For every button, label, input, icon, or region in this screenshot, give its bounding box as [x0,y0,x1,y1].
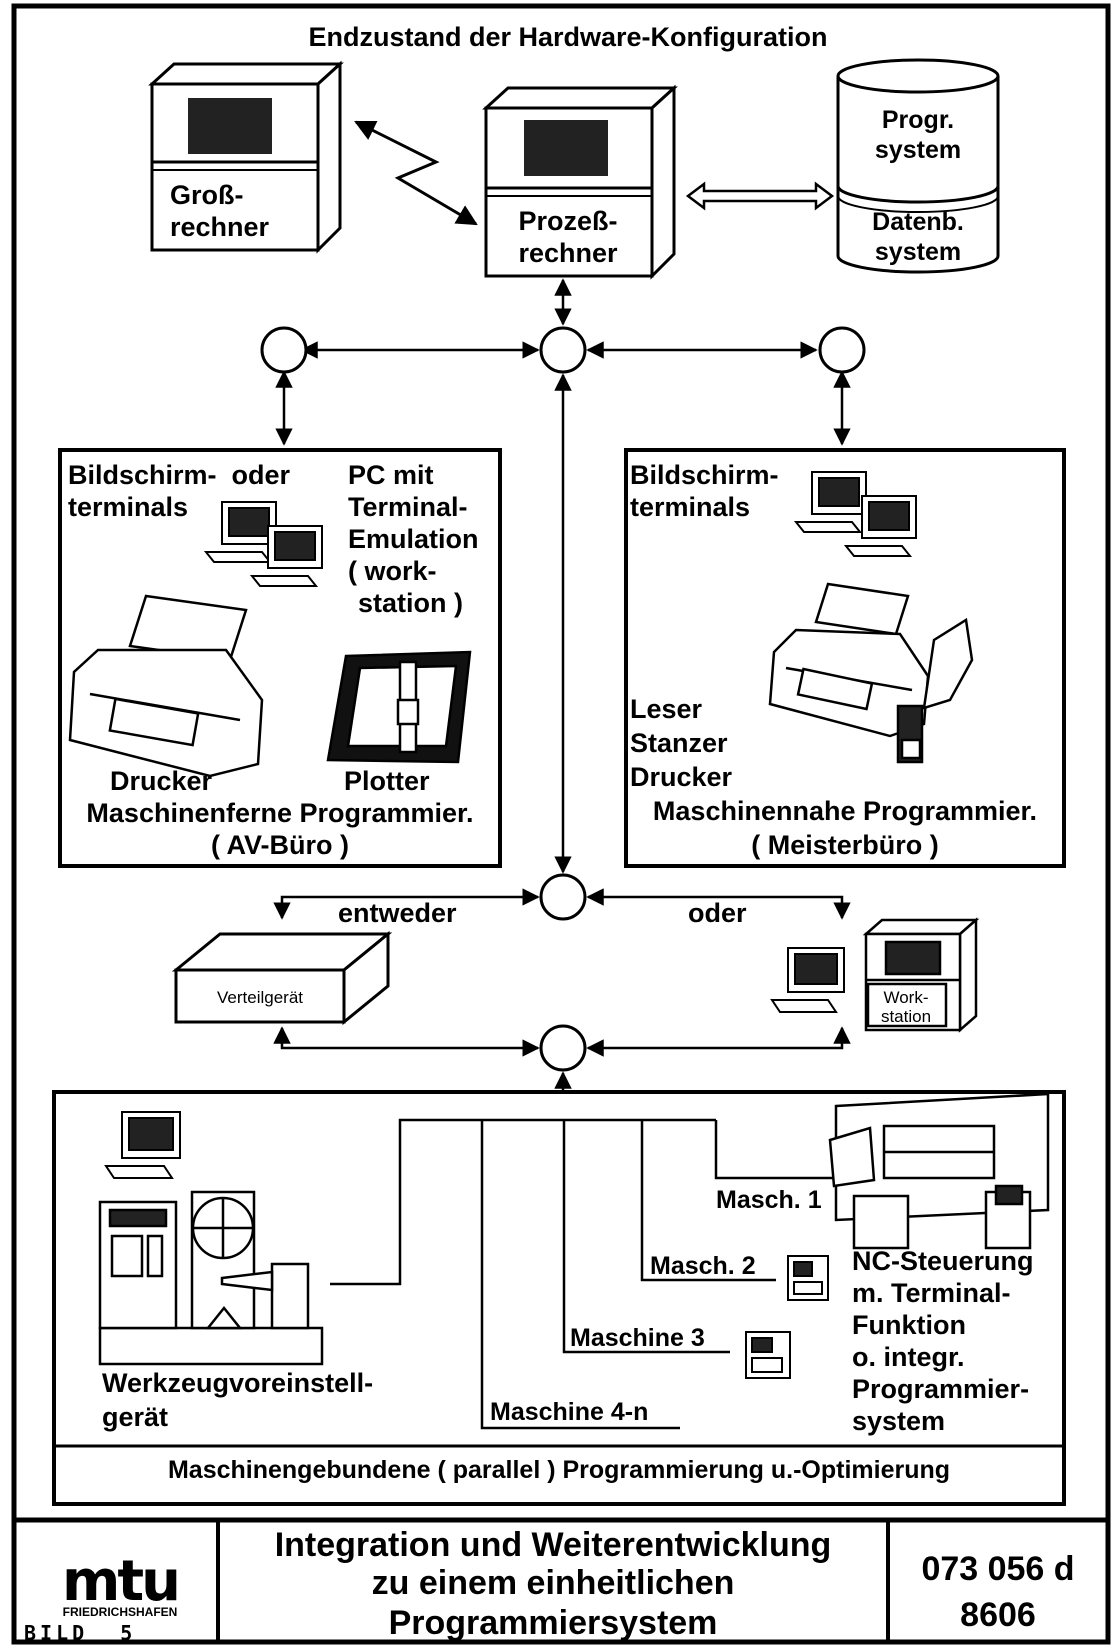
or-label: oder [688,898,747,928]
reader-punch-printer-icon [768,582,974,764]
machine-1-label: Masch. 1 [716,1186,822,1214]
machine-4n-label: Maschine 4-n [490,1398,648,1426]
terminals-label: terminals [68,492,188,522]
footer-heading: zu einem einheitlichen [372,1564,735,1602]
workstation-label: station [881,1007,931,1026]
outer-frame [11,3,1111,1645]
workstation-label: Work- [883,988,928,1007]
plotter-label: Plotter [344,766,430,796]
machine-3-label: Maschine 3 [570,1324,705,1352]
terminal-icon [203,501,323,587]
printer-label: Drucker [630,762,733,792]
database-cylinder [836,58,1000,274]
terminal-icon [793,471,917,557]
offline-programming-caption: ( AV-Büro ) [211,830,349,860]
pc-emulation-label: station ) [358,588,463,618]
shopfloor-programming-caption: Maschinennahe Programmier. [653,796,1037,826]
nc-control-icon [745,1255,829,1379]
shopfloor-programming-box [624,448,1066,868]
tool-presetter-label: gerät [102,1402,168,1432]
database-system-label: system [875,238,961,266]
nc-control-label: o. integr. [852,1342,965,1372]
printer-label: Drucker [110,766,213,796]
machine-bus-lines [330,1118,838,1430]
distributor-label: Verteilgerät [217,988,303,1007]
process-computer-label: rechner [518,238,618,268]
network-lines [273,278,851,1090]
pc-emulation-label: Terminal- [348,492,468,522]
pc-emulation-label: Emulation [348,524,479,554]
terminals-label: terminals [630,492,750,522]
offline-programming-caption: Maschinenferne Programmier. [86,798,473,828]
reader-label: Leser [630,694,703,724]
workstation-terminal-icon [770,947,845,1013]
printer-icon [68,594,264,778]
process-computer [482,84,678,280]
process-computer-label: Prozeß- [518,206,617,236]
machine-2-label: Masch. 2 [650,1252,756,1280]
mainframe-label: rechner [170,212,270,242]
nc-control-label: Funktion [852,1310,966,1340]
nc-control-label: m. Terminal- [852,1278,1011,1308]
mainframe-computer [148,60,344,254]
pc-emulation-label: ( work- [348,556,437,586]
offline-programming-box [58,448,502,868]
mtu-logo-subtitle: FRIEDRICHSHAFEN [63,1605,178,1619]
machine-programming-box [52,1090,1066,1506]
database-system-label: Datenb. [872,208,964,236]
tool-presetter-terminal-icon [104,1111,181,1179]
pc-emulation-label: PC mit [348,460,434,490]
lathe-machine-icon [828,1092,1050,1250]
mainframe-label: Groß- [170,180,244,210]
tool-presetter-label: Werkzeugvoreinstell- [102,1368,373,1398]
program-system-label: system [875,136,961,164]
machine-programming-caption: Maschinengebundene ( parallel ) Programm… [168,1456,950,1484]
terminals-label: Bildschirm- oder [68,460,291,490]
distributor-device [171,930,393,1026]
nc-control-label: NC-Steuerung [852,1246,1034,1276]
nc-control-label: Programmier- [852,1374,1029,1404]
punch-label: Stanzer [630,728,728,758]
tool-presetter-icon [98,1190,324,1366]
document-number: 073 056 d [921,1550,1074,1588]
network-node [260,326,866,1072]
nc-control-label: system [852,1406,945,1436]
document-date: 8606 [960,1596,1036,1634]
diagram-title: Endzustand der Hardware-Konfiguration [308,22,827,52]
mtu-logo: mtu [62,1549,178,1614]
workstation-computer [862,917,980,1033]
database-link-arrow [685,181,835,211]
plotter-icon [326,650,472,764]
remote-link-arrow [354,120,478,226]
program-system-label: Progr. [882,106,954,134]
shopfloor-programming-caption: ( Meisterbüro ) [751,830,939,860]
either-label: entweder [338,898,457,928]
footer-heading: Integration und Weiterentwicklung [275,1526,832,1564]
footer-heading: Programmiersystem [389,1604,718,1642]
terminals-label: Bildschirm- [630,460,779,490]
figure-number: BILD 5 [24,1621,136,1645]
